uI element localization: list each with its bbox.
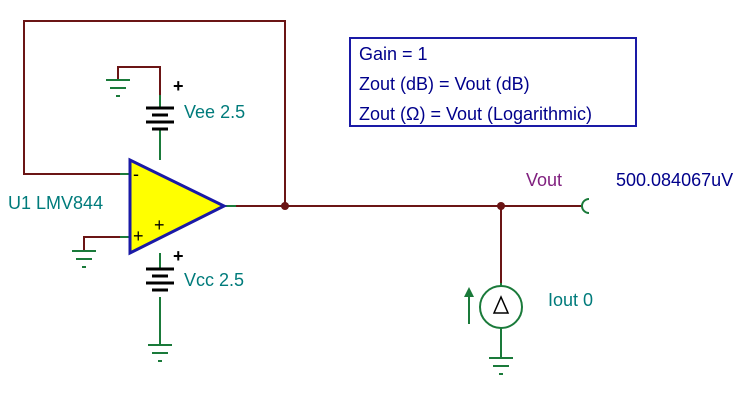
note-line-gain: Gain = 1 — [359, 44, 428, 64]
vcc-label: Vcc 2.5 — [184, 270, 244, 290]
opamp-noninverting-mark: + — [133, 226, 144, 246]
opamp-inverting-mark: - — [133, 164, 139, 184]
iout-label: Iout 0 — [548, 290, 593, 310]
note-line-zout-db: Zout (dB) = Vout (dB) — [359, 74, 530, 94]
vee-label: Vee 2.5 — [184, 102, 245, 122]
output-net-label: Vout — [526, 170, 562, 190]
note-line-zout-ohm: Zout (Ω) = Vout (Logarithmic) — [359, 104, 593, 124]
current-source-icon[interactable] — [479, 285, 523, 329]
ground-icon — [106, 79, 130, 97]
opamp-triangle-icon[interactable] — [128, 157, 228, 256]
ground-icon — [72, 250, 96, 268]
junction-dot — [497, 202, 505, 210]
annotation-box[interactable]: Gain = 1 Zout (dB) = Vout (dB) Zout (Ω) … — [349, 37, 637, 127]
ground-icon — [148, 344, 172, 362]
output-reading: 500.084067uV — [616, 170, 733, 190]
vee-polarity-mark: + — [173, 76, 184, 96]
opamp-label: U1 LMV844 — [8, 193, 103, 213]
output-terminal-icon[interactable] — [581, 198, 590, 214]
vcc-battery-icon[interactable] — [146, 267, 174, 292]
junction-dot — [281, 202, 289, 210]
vcc-polarity-mark: + — [173, 246, 184, 266]
vee-battery-icon[interactable] — [146, 106, 174, 131]
vee-ground-wire[interactable] — [117, 66, 161, 95]
ground-icon — [489, 357, 513, 375]
opamp-supply-mark: + — [154, 215, 165, 235]
feedback-wire[interactable] — [23, 20, 286, 206]
current-direction-arrow-icon — [464, 287, 474, 324]
noninv-ground-wire[interactable] — [83, 236, 130, 250]
